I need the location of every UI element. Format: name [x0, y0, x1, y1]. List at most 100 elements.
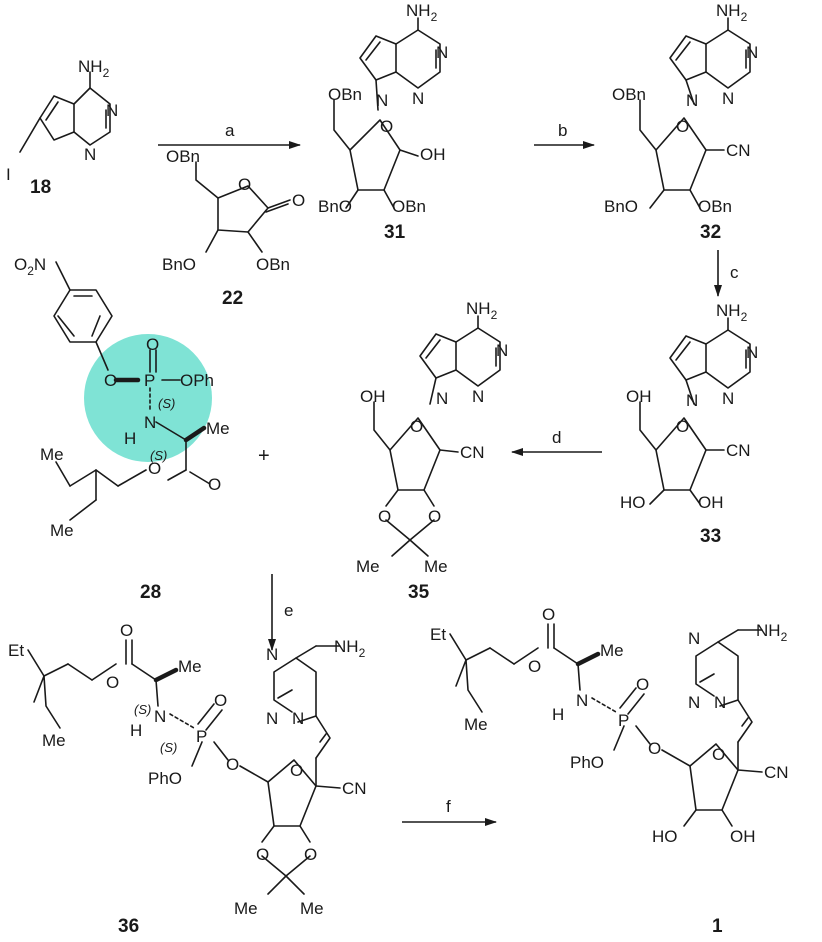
aryloxy-oxygen: O — [104, 371, 117, 390]
acetonide-oxygen: O — [256, 845, 269, 864]
nitrile-label: CN — [342, 779, 367, 798]
step-label-c: c — [730, 263, 739, 282]
compound-36-structure: Et Me O O Me (S) N H (S) P O PhO O O CN … — [8, 621, 367, 918]
amine-label: NH2 — [406, 1, 438, 24]
amide-hydrogen: H — [552, 705, 564, 724]
phosphoryl-oxygen: O — [146, 335, 159, 354]
bno-label: BnO — [318, 197, 352, 216]
obn-label: OBn — [698, 197, 732, 216]
ring-oxygen: O — [410, 417, 423, 436]
ring-nitrogen: N — [686, 391, 698, 410]
amine-label: NH2 — [716, 1, 748, 24]
compound-32-structure: NH2 N N N OBn O CN BnO OBn — [604, 1, 758, 216]
ring-nitrogen: N — [266, 645, 278, 664]
compound-33-number: 33 — [700, 526, 721, 547]
hydroxyl-label: OH — [626, 387, 652, 406]
compound-35-structure: NH2 N N N OH O CN O O Me Me — [356, 299, 508, 576]
carbonyl-oxygen: O — [120, 621, 133, 640]
ring-nitrogen: N — [686, 91, 698, 110]
hydroxyl-label: OH — [730, 827, 756, 846]
methyl-label: Me — [206, 419, 230, 438]
step-label-a: a — [225, 121, 235, 140]
ethyl-label: Et — [430, 625, 446, 644]
amine-label: NH2 — [334, 637, 366, 660]
compound-22-structure: OBn O O BnO OBn — [162, 147, 305, 274]
ring-nitrogen: N — [412, 89, 424, 108]
ring-oxygen: O — [290, 761, 303, 780]
ring-nitrogen: N — [436, 389, 448, 408]
iodo-label: I — [6, 165, 11, 184]
step-label-f: f — [446, 797, 451, 816]
compound-31-structure: NH2 N N N OBn O OH BnO OBn — [318, 1, 448, 216]
ring-nitrogen: N — [106, 101, 118, 120]
ring-nitrogen: N — [376, 91, 388, 110]
compound-32-number: 32 — [700, 222, 721, 243]
methyl-label: Me — [600, 641, 624, 660]
methyl-label: Me — [42, 731, 66, 750]
methyl-label: Me — [300, 899, 324, 918]
nitrile-label: CN — [726, 441, 751, 460]
obn-label: OBn — [328, 85, 362, 104]
compound-18-structure: NH2 N N I — [6, 57, 118, 184]
phosphoryl-oxygen: O — [636, 675, 649, 694]
compound-1-structure: Et Me O O Me N H P O PhO O O CN HO OH N … — [430, 605, 789, 846]
carbonyl-oxygen: O — [542, 605, 555, 624]
compound-36-number: 36 — [118, 916, 139, 937]
nitrile-label: CN — [764, 763, 789, 782]
amine-label: NH2 — [716, 301, 748, 324]
compound-28-number: 28 — [140, 582, 161, 603]
amine-label: NH2 — [756, 621, 788, 644]
amide-nitrogen: N — [144, 413, 156, 432]
hydroxyl-label: OH — [698, 493, 724, 512]
amide-hydrogen: H — [130, 721, 142, 740]
ring-nitrogen: N — [84, 145, 96, 164]
stereo-descriptor-p: (S) — [158, 396, 175, 411]
ring-oxygen: O — [380, 117, 393, 136]
ester-oxygen: O — [648, 739, 661, 758]
obn-label: OBn — [256, 255, 290, 274]
compound-22-number: 22 — [222, 288, 243, 309]
phenoxy-label: PhO — [570, 753, 604, 772]
methyl-label: Me — [178, 657, 202, 676]
nitrile-label: CN — [726, 141, 751, 160]
phenoxy-label: OPh — [180, 371, 214, 390]
ring-nitrogen: N — [722, 389, 734, 408]
acetonide-oxygen: O — [428, 507, 441, 526]
obn-label: OBn — [392, 197, 426, 216]
stereo-descriptor-c: (S) — [150, 448, 167, 463]
ring-nitrogen: N — [688, 693, 700, 712]
amine-label: NH2 — [78, 57, 110, 80]
ester-oxygen: O — [148, 459, 161, 478]
phenoxy-label: PhO — [148, 769, 182, 788]
ring-nitrogen: N — [722, 89, 734, 108]
phosphorus-label: P — [144, 371, 155, 390]
step-label-d: d — [552, 428, 561, 447]
nitrile-label: CN — [460, 443, 485, 462]
stereo-descriptor-p: (S) — [160, 740, 177, 755]
compound-18-number: 18 — [30, 177, 51, 198]
methyl-label: Me — [50, 521, 74, 540]
ring-nitrogen: N — [714, 693, 726, 712]
ring-oxygen: O — [712, 745, 725, 764]
amide-nitrogen: N — [154, 707, 166, 726]
hydroxyl-label: OH — [420, 145, 446, 164]
carbonyl-oxygen: O — [292, 191, 305, 210]
step-label-b: b — [558, 121, 567, 140]
ring-nitrogen: N — [746, 343, 758, 362]
ring-oxygen: O — [676, 417, 689, 436]
ring-oxygen: O — [676, 117, 689, 136]
amide-nitrogen: N — [576, 691, 588, 710]
amine-label: NH2 — [466, 299, 498, 322]
ring-nitrogen: N — [292, 709, 304, 728]
bno-label: BnO — [162, 255, 196, 274]
plus-sign: + — [258, 445, 270, 467]
methyl-label: Me — [40, 445, 64, 464]
compound-1-number: 1 — [712, 916, 723, 937]
obn-label: OBn — [612, 85, 646, 104]
compound-35-number: 35 — [408, 582, 430, 603]
hydroxyl-label: OH — [360, 387, 386, 406]
carbonyl-oxygen: O — [208, 475, 221, 494]
ring-nitrogen: N — [746, 43, 758, 62]
stereo-descriptor-c: (S) — [134, 702, 151, 717]
